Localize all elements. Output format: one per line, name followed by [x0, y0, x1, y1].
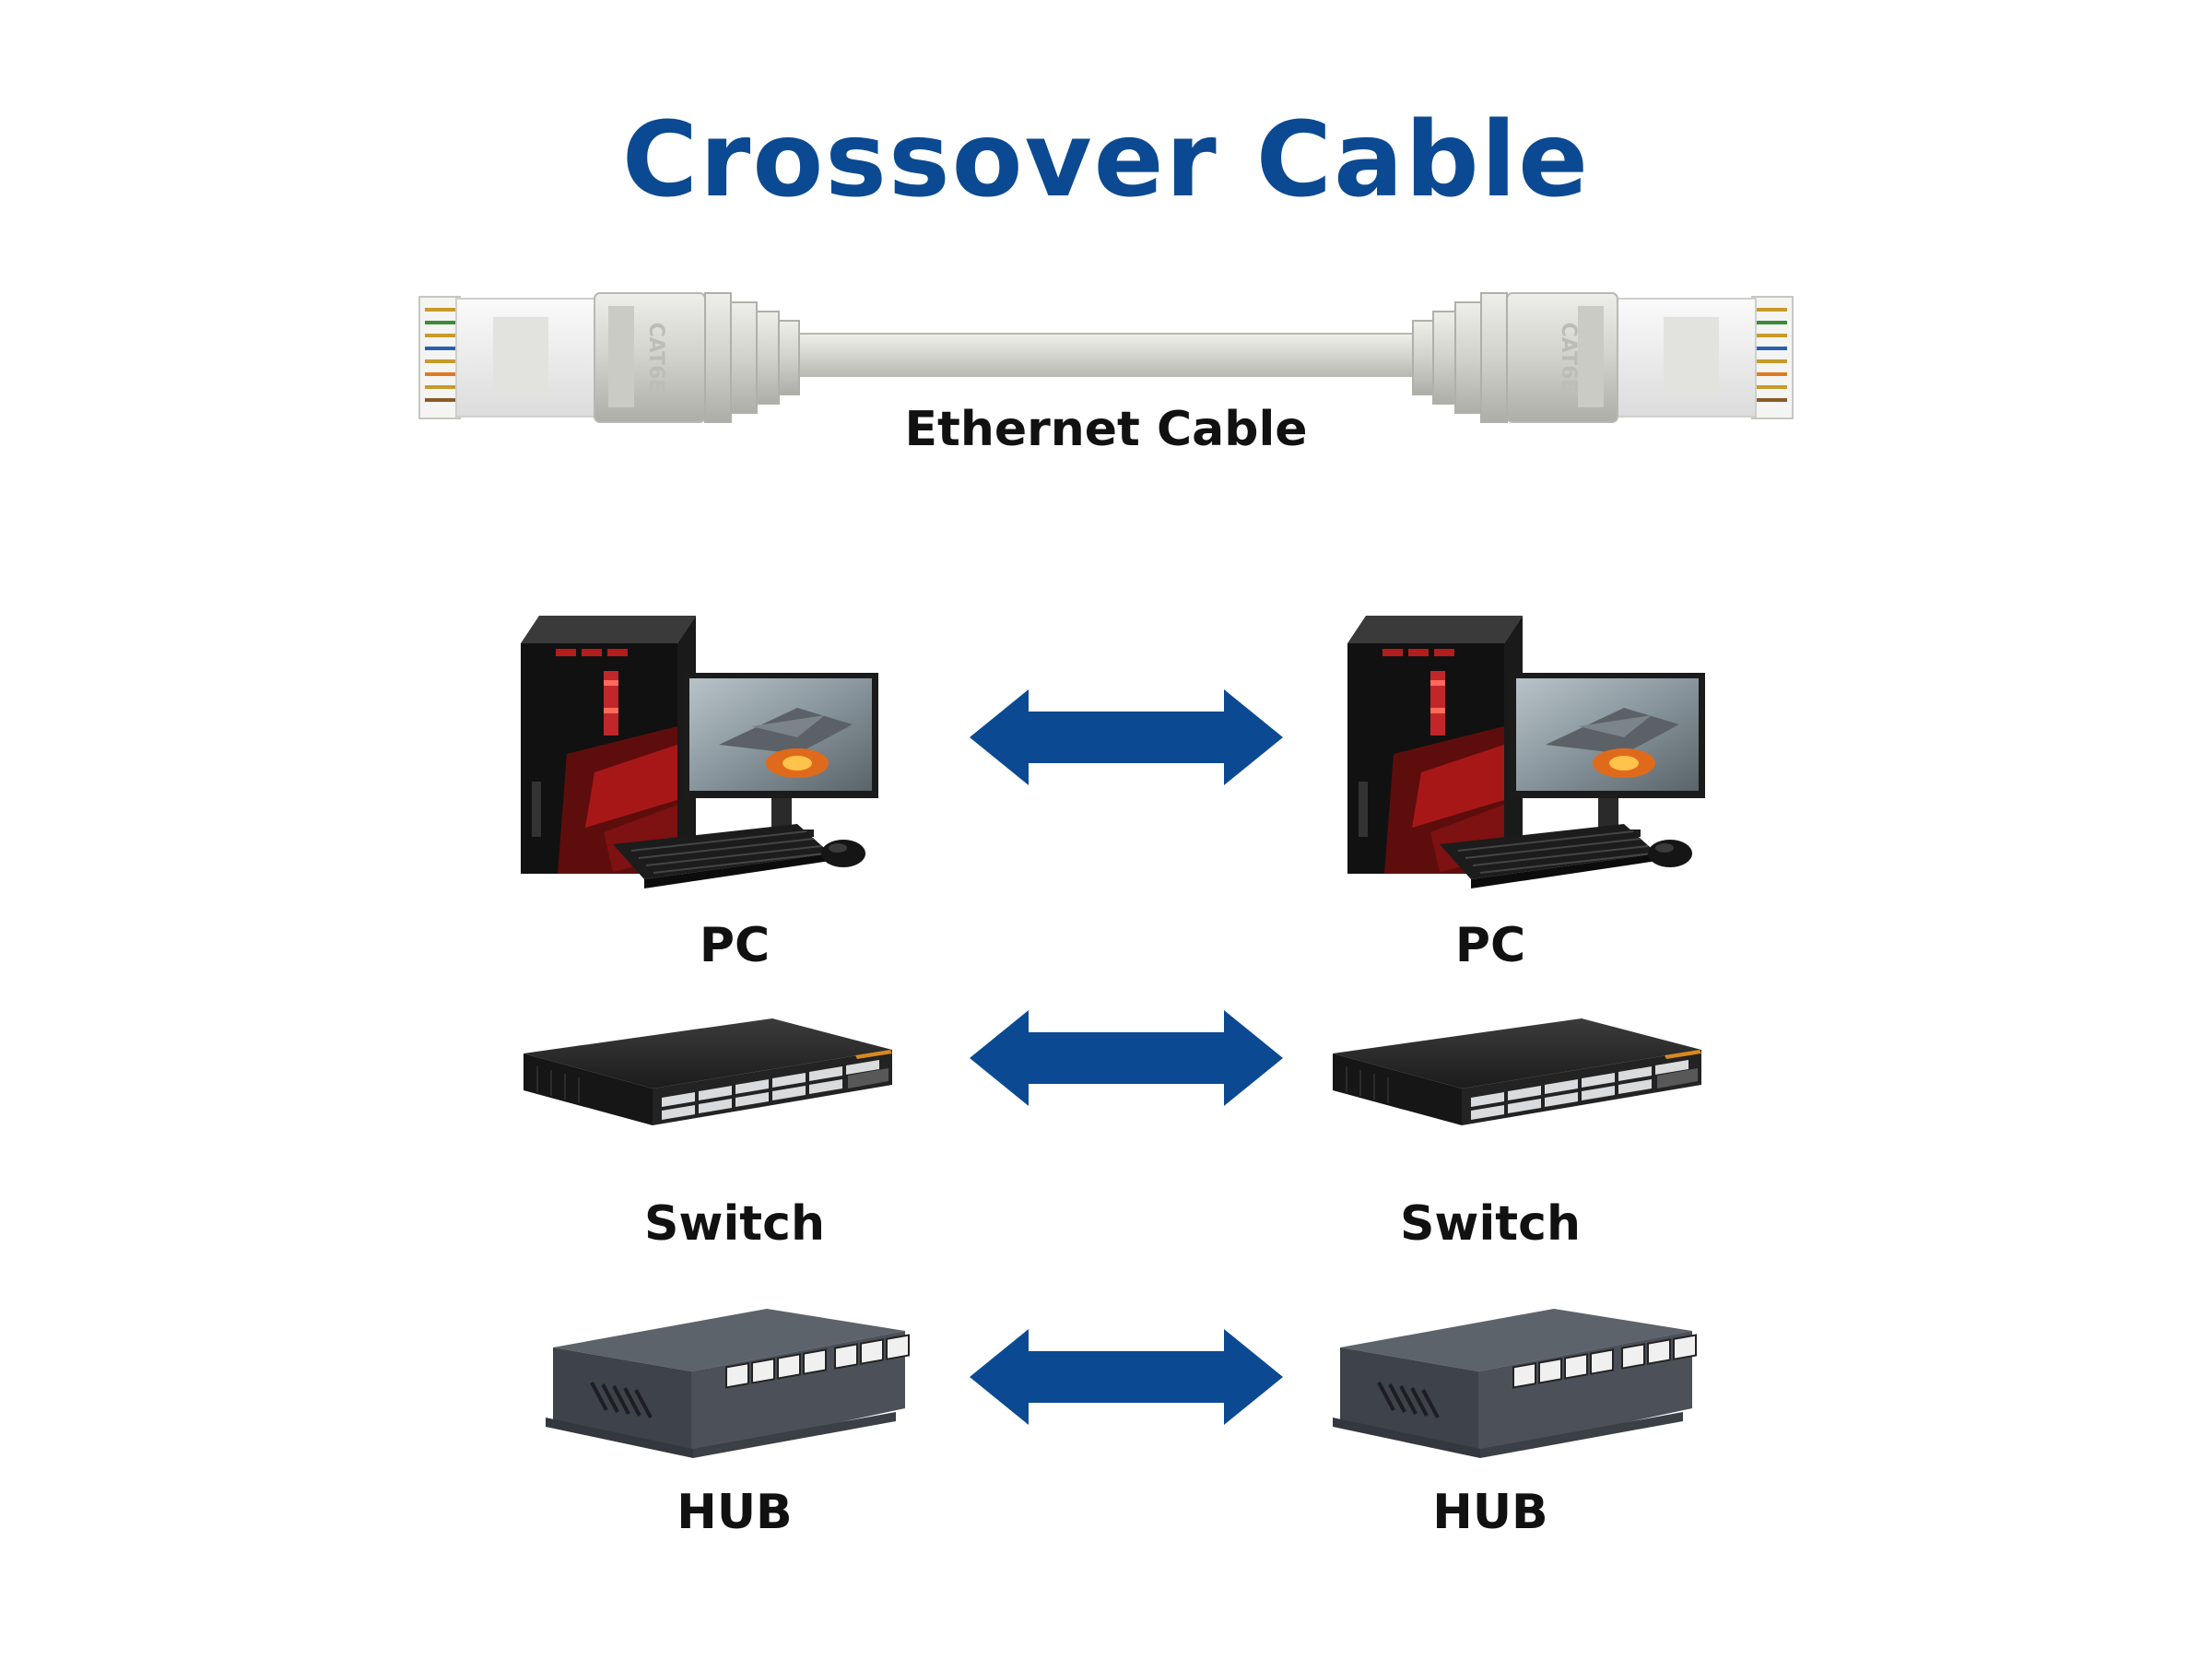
hub-right-label: HUB — [1432, 1485, 1548, 1540]
switch-right-icon — [1332, 1018, 1702, 1126]
ethernet-cable-label: Ethernet Cable — [904, 402, 1308, 457]
diagram-title: Crossover Cable — [621, 100, 1591, 220]
hub-left-label: HUB — [677, 1485, 793, 1540]
switch-left-icon — [523, 1018, 893, 1126]
pc-left-label: PC — [699, 918, 771, 973]
double-arrow-pc — [970, 689, 1283, 785]
rj45-connector-left — [418, 291, 801, 424]
ethernet-cable-graphic — [418, 291, 1794, 424]
double-arrow-hub — [970, 1329, 1283, 1425]
cable-jacket-text-left: CAT6E — [644, 323, 667, 394]
pc-left-icon — [520, 615, 879, 889]
switch-left-label: Switch — [643, 1196, 825, 1252]
cable-jacket-text-right: CAT6E — [1557, 323, 1580, 394]
pc-right-label: PC — [1454, 918, 1526, 973]
pc-right-icon — [1347, 615, 1706, 889]
hub-left-icon — [544, 1307, 911, 1460]
double-arrow-switch — [970, 1010, 1283, 1106]
hub-right-icon — [1331, 1307, 1698, 1460]
rj45-connector-right — [1411, 291, 1794, 424]
switch-right-label: Switch — [1399, 1196, 1581, 1252]
